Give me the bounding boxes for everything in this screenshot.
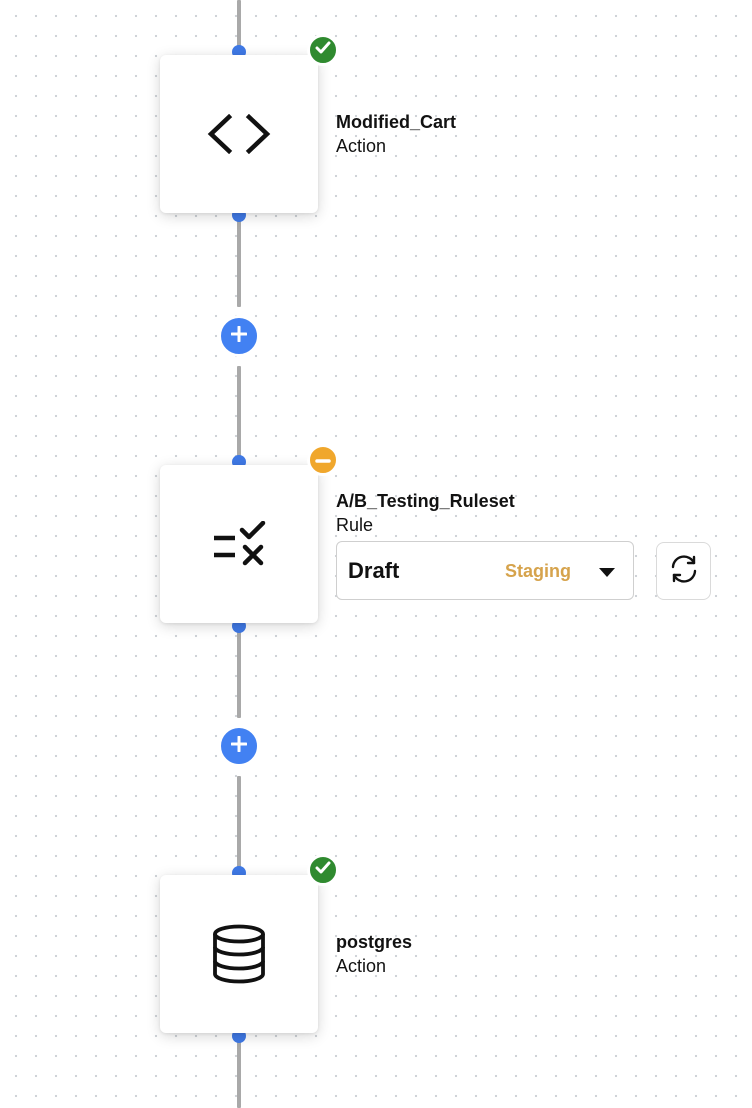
version-select-value: Draft [348,558,400,583]
node-type: Action [336,136,387,156]
node-card-ab-testing-ruleset[interactable] [160,465,318,623]
caret-down-icon [599,568,615,577]
ruleset-icon [211,521,267,567]
connector-line [237,1036,241,1108]
check-icon [315,861,331,880]
node-type: Action [336,956,387,976]
plus-icon [230,325,248,347]
node-label: postgres Action [336,930,412,978]
code-icon [207,114,271,154]
add-step-button[interactable] [218,725,260,767]
connector-line [237,626,241,718]
connector-line [237,0,241,50]
check-icon [315,41,331,60]
connector-line [237,215,241,307]
node-label: Modified_Cart Action [336,110,456,158]
database-icon [211,924,267,984]
minus-icon [315,451,331,469]
version-select[interactable]: Draft Staging [336,541,634,600]
node-title: postgres [336,932,413,952]
connector-line [237,366,241,462]
node-card-postgres[interactable] [160,875,318,1033]
status-badge-paused [307,444,339,476]
refresh-icon [668,554,700,589]
status-badge-success [307,34,339,66]
connector-line [237,776,241,872]
plus-icon [230,735,248,757]
status-badge-success [307,854,339,886]
node-label: A/B_Testing_Ruleset Rule [336,489,515,537]
environment-label: Staging [505,561,571,581]
add-step-button[interactable] [218,315,260,357]
node-title: A/B_Testing_Ruleset [336,491,515,511]
node-card-modified-cart[interactable] [160,55,318,213]
node-title: Modified_Cart [336,112,457,132]
node-type: Rule [336,515,374,535]
refresh-button[interactable] [656,542,711,600]
